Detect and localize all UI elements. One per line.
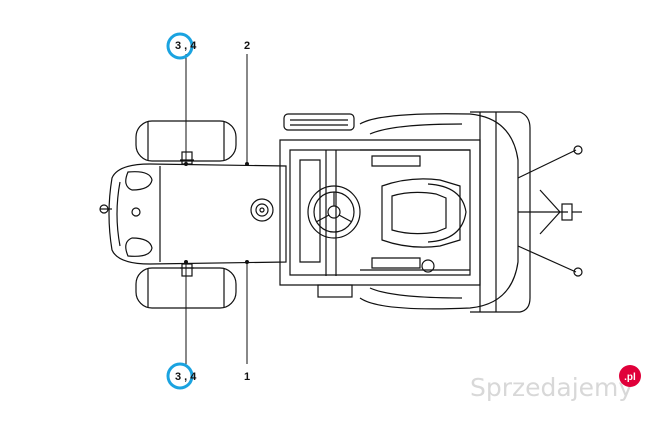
leader-lines bbox=[185, 54, 248, 364]
rear-fenders bbox=[470, 111, 531, 313]
watermark-text: Sprzedajemy bbox=[470, 373, 633, 402]
callout-label-2: 2 bbox=[244, 40, 250, 52]
leader-dot-3-4-top bbox=[184, 162, 188, 166]
watermark: Sprzedajemy .pl bbox=[470, 365, 641, 402]
callout-highlight-circle-top bbox=[166, 32, 194, 60]
callout-highlight-circle-bottom bbox=[166, 362, 194, 390]
leader-dot-1 bbox=[245, 260, 249, 264]
watermark-badge-text: .pl bbox=[624, 372, 636, 383]
watermark-badge bbox=[619, 365, 641, 387]
steering-wheel bbox=[307, 185, 361, 239]
leader-dot-3-4-bottom bbox=[184, 260, 188, 264]
callout-label-3-4-bottom: 3 , 4 bbox=[175, 371, 197, 383]
rear-hitch bbox=[517, 145, 583, 277]
fuel-cap bbox=[250, 198, 274, 222]
operator-seat bbox=[381, 178, 467, 248]
callout-label-3-4-top: 3 , 4 bbox=[175, 40, 197, 52]
callout-label-1: 1 bbox=[244, 371, 250, 383]
hood bbox=[99, 151, 287, 277]
leader-dot-2 bbox=[245, 162, 249, 166]
cab-frame bbox=[279, 113, 519, 310]
